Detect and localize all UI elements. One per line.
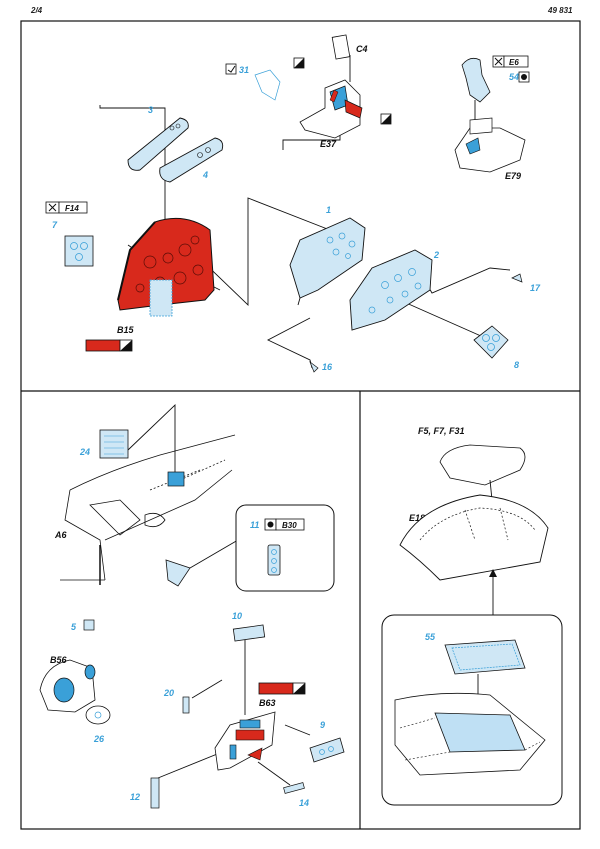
e18-canopy-frame xyxy=(399,494,549,581)
part-5-etch xyxy=(83,619,95,631)
part-20-etch xyxy=(182,696,190,714)
part-12-label: 12 xyxy=(130,792,140,802)
part-11-inset-box xyxy=(235,504,335,592)
black-white-color-icon xyxy=(120,340,132,351)
b30-ref-label: B30 xyxy=(282,521,297,530)
arrow-up-icon xyxy=(489,569,497,577)
part-14-label: 14 xyxy=(299,798,309,808)
part-11-etch xyxy=(267,544,281,576)
a6-blue-detail xyxy=(167,471,185,487)
kit-code: 49 831 xyxy=(548,6,573,15)
fuselage-side-a6 xyxy=(60,434,236,585)
part-55-etch xyxy=(444,639,526,675)
part-9-label: 9 xyxy=(320,720,325,730)
part-3-label: 3 xyxy=(148,105,153,115)
a6-ref-label: A6 xyxy=(54,530,67,540)
windshield-piece xyxy=(165,559,191,587)
red-instrument-panel xyxy=(117,217,215,317)
part-8-label: 8 xyxy=(514,360,519,370)
outer-frame xyxy=(20,20,581,830)
page-number: 2/4 xyxy=(31,6,43,15)
f-group-ref-label: F5, F7, F31 xyxy=(418,426,465,436)
control-column-assembly xyxy=(254,34,363,139)
b56-ref-label: B56 xyxy=(50,655,68,665)
b56-gauge xyxy=(39,659,96,713)
part-10-etch xyxy=(232,624,266,642)
part-26-etch xyxy=(85,705,111,725)
canopy-top-piece xyxy=(439,444,526,486)
part-5-label: 5 xyxy=(71,622,77,632)
c4-ref-label: C4 xyxy=(356,44,368,54)
f14-remove-badge xyxy=(45,201,88,214)
bl-leader-lines xyxy=(127,403,311,786)
fold-icon-1 xyxy=(293,57,305,69)
part-11-label: 11 xyxy=(250,520,259,530)
sidewall-console xyxy=(214,711,276,771)
part-9-etch xyxy=(309,737,345,763)
part-4-panel xyxy=(159,137,224,183)
part-16-shape xyxy=(309,360,319,373)
e6-remove-badge xyxy=(492,55,529,68)
part-16-label: 16 xyxy=(322,362,333,372)
part-8-etch xyxy=(473,325,509,359)
part-54-label: 54 xyxy=(509,72,519,82)
part-12-etch xyxy=(150,777,160,809)
part-55-label: 55 xyxy=(425,632,436,642)
e37-ref-label: E37 xyxy=(320,139,337,149)
top-leader-lines xyxy=(99,55,511,369)
part-4-label: 4 xyxy=(202,170,208,180)
part-3-shield xyxy=(127,117,189,171)
part-2-label: 2 xyxy=(433,250,439,260)
part-24-etch xyxy=(99,429,129,459)
b15-color-swatch xyxy=(85,339,133,352)
b63-color-swatch xyxy=(258,682,306,695)
e6-ref-label: E6 xyxy=(509,58,519,67)
part-17-shape xyxy=(511,273,523,283)
e18-ref-label: E18 xyxy=(409,513,425,523)
remove-part-icon xyxy=(48,203,57,212)
part-7-label: 7 xyxy=(52,220,58,230)
b15-ref-label: B15 xyxy=(117,325,135,335)
part-24-label: 24 xyxy=(79,447,90,457)
part-1-panel xyxy=(289,217,366,306)
part-26-label: 26 xyxy=(93,734,105,744)
part-54-badge xyxy=(518,71,530,83)
part-31-badge xyxy=(225,63,237,75)
part-20-label: 20 xyxy=(163,688,174,698)
part-7-etch xyxy=(64,235,94,267)
b30-paint-badge xyxy=(264,518,305,531)
inset-canopy-interior xyxy=(394,692,546,776)
part-2-panel xyxy=(349,249,433,331)
fold-icon-2 xyxy=(380,113,392,125)
part-14-etch xyxy=(283,782,305,794)
part-1-label: 1 xyxy=(326,205,331,215)
paint-icon xyxy=(267,521,274,528)
part-31-label: 31 xyxy=(239,65,249,75)
throttle-assembly xyxy=(454,57,526,173)
f14-ref-label: F14 xyxy=(65,204,79,213)
b63-ref-label: B63 xyxy=(259,698,276,708)
part-10-label: 10 xyxy=(232,611,242,621)
panel-frames xyxy=(20,20,581,830)
part-17-label: 17 xyxy=(530,283,541,293)
e79-ref-label: E79 xyxy=(505,171,521,181)
